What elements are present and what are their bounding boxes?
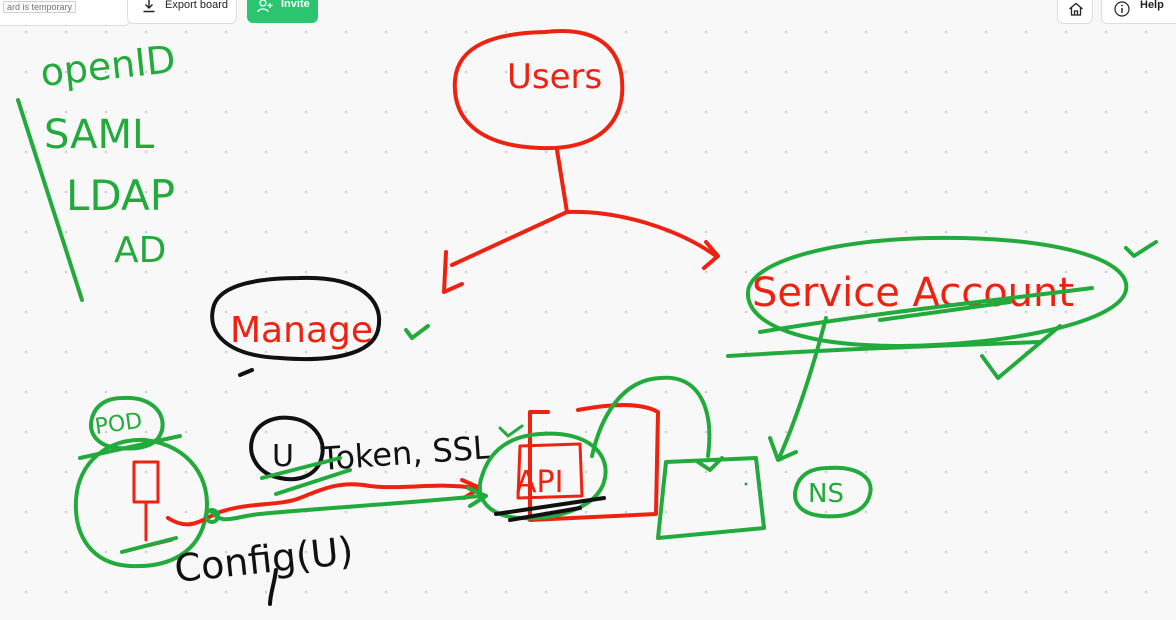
auth-method-saml: SAML: [44, 112, 155, 158]
users-label: Users: [507, 57, 602, 97]
service-account-check: [1124, 240, 1158, 258]
auth-method-ad: AD: [114, 230, 166, 271]
manage-label: Manage: [230, 310, 373, 351]
export-board-button[interactable]: Export board: [127, 0, 237, 24]
arrow-to-service-account: [565, 209, 720, 270]
api-server-box: [528, 403, 660, 522]
u-label: U: [272, 439, 294, 474]
storage-box: [656, 456, 766, 540]
green-connection-path: [210, 486, 488, 522]
download-icon: [143, 0, 155, 13]
export-board-label: Export board: [165, 0, 228, 11]
auth-list-bracket-line: [16, 98, 84, 302]
help-button[interactable]: Help: [1101, 0, 1176, 24]
auth-method-openid: openID: [38, 37, 177, 95]
users-stem: [555, 148, 569, 214]
home-button[interactable]: [1057, 0, 1093, 24]
api-underline: [494, 496, 606, 522]
arrow-to-manage: [442, 210, 569, 294]
ns-ellipse: [793, 465, 873, 519]
auth-method-ldap: LDAP: [66, 171, 175, 220]
add-user-icon: [257, 0, 273, 13]
pod-port-dot: [204, 508, 220, 524]
manage-ellipse: [210, 275, 382, 377]
config-tail: [268, 568, 278, 606]
api-check: [498, 424, 524, 438]
arrow-to-namespace: [768, 316, 828, 462]
pod-body-circle: [73, 437, 209, 569]
pod-label: POD: [93, 409, 144, 440]
users-ellipse: [452, 29, 625, 151]
api-label: API: [516, 465, 563, 500]
token-strike: [260, 456, 352, 496]
info-icon: [1114, 1, 1130, 17]
pod-container-rect: [132, 460, 160, 504]
invite-button[interactable]: Invite: [247, 0, 318, 23]
help-label: Help: [1140, 0, 1164, 11]
board-title-dropdown[interactable]: board ard is temporary ▼: [0, 0, 130, 26]
home-icon: [1069, 2, 1083, 16]
manage-check: [404, 324, 430, 340]
u-circle: [249, 415, 325, 482]
ns-label: NS: [808, 479, 844, 509]
storage-loop: [590, 375, 724, 472]
invite-label: Invite: [281, 0, 310, 10]
api-inner-box: [516, 442, 584, 500]
storage-dot: [744, 482, 748, 486]
service-account-underline: [726, 286, 1094, 358]
board-status-badge: ard is temporary: [3, 1, 77, 13]
pod-base-line: [120, 536, 178, 554]
service-account-check-2: [980, 324, 1062, 380]
